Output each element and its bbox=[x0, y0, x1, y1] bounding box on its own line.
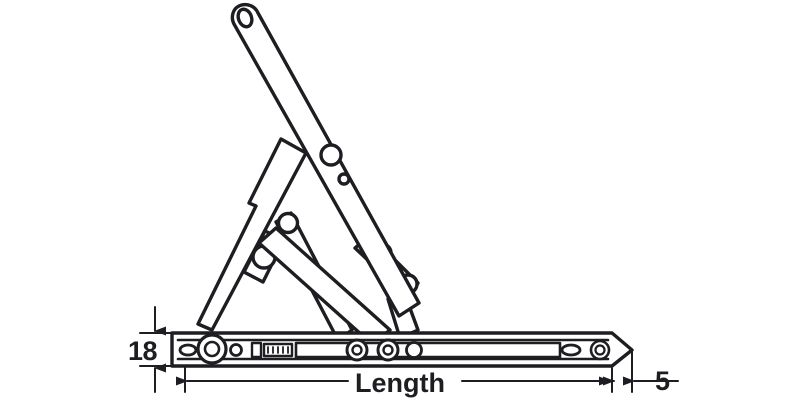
track bbox=[170, 331, 634, 368]
dimension-label-tip: 5 bbox=[655, 366, 671, 396]
dimension-lines bbox=[139, 306, 679, 393]
track-pivots bbox=[196, 333, 423, 365]
dimension-label-height: 18 bbox=[128, 336, 158, 366]
main-arm bbox=[230, 2, 421, 318]
dimension-label-length: Length bbox=[355, 368, 445, 398]
